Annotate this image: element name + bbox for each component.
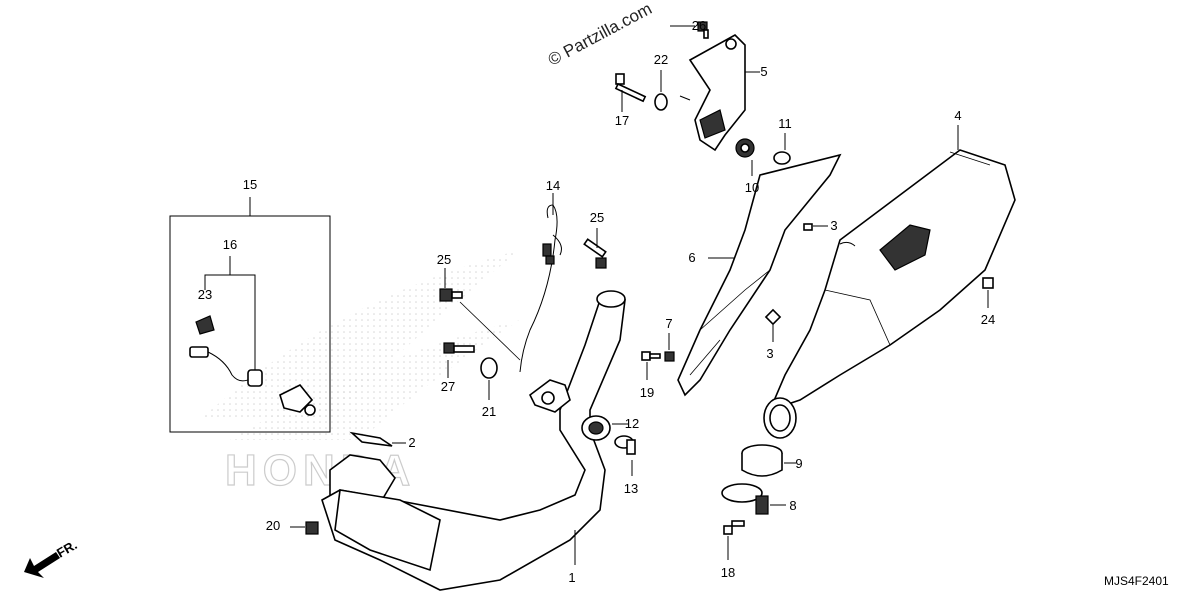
rubber-10-icon[interactable] <box>735 138 755 158</box>
callout-13: 13 <box>624 481 638 496</box>
front-direction-arrow-icon <box>24 552 60 578</box>
collar-11-icon[interactable] <box>773 151 791 165</box>
bolt-19-icon[interactable] <box>641 351 661 361</box>
callout-11: 11 <box>778 116 792 131</box>
callout-7: 7 <box>665 316 672 331</box>
washer-21-icon[interactable] <box>480 357 498 379</box>
callout-26: 26 <box>692 18 706 33</box>
muffler-bracket-icon[interactable] <box>679 34 746 152</box>
callout-12: 12 <box>625 416 639 431</box>
muffler-icon[interactable] <box>763 149 1016 439</box>
callout-2: 2 <box>408 435 415 450</box>
washer-22-icon[interactable] <box>654 93 668 111</box>
callout-24: 24 <box>981 312 995 327</box>
heat-shield-icon[interactable] <box>677 153 842 397</box>
clamp-8-icon[interactable] <box>721 483 769 515</box>
callout-16: 16 <box>223 237 237 252</box>
callout-20: 20 <box>266 518 280 533</box>
bolt-18-icon[interactable] <box>723 520 745 535</box>
callout-14: 14 <box>546 178 560 193</box>
watermark-text: © Partzilla.com <box>545 0 655 70</box>
callout-10: 10 <box>745 180 759 195</box>
callout-3: 3 <box>766 346 773 361</box>
sensor-wire-icon[interactable] <box>519 204 562 373</box>
callout-27: 27 <box>441 379 455 394</box>
exhaust-pipe-icon[interactable] <box>321 290 626 591</box>
callout-5: 5 <box>760 64 767 79</box>
honda-wing-logo <box>200 250 520 440</box>
callout-4: 4 <box>954 108 961 123</box>
nut-3b-icon[interactable] <box>764 308 782 326</box>
nut-7-icon[interactable] <box>664 351 675 362</box>
bolt-3a-icon[interactable] <box>803 223 813 231</box>
callout-22: 22 <box>654 52 668 67</box>
bolt-27-icon[interactable] <box>443 342 475 354</box>
bolt-17-icon[interactable] <box>614 73 647 103</box>
gasket-9-icon[interactable] <box>741 444 783 477</box>
callout-21: 21 <box>482 404 496 419</box>
nut-24-icon[interactable] <box>982 277 994 289</box>
callout-25: 25 <box>590 210 604 225</box>
rubber-mount-12-icon[interactable] <box>581 415 611 441</box>
callout-25: 25 <box>437 252 451 267</box>
callout-6: 6 <box>688 250 695 265</box>
callout-23: 23 <box>198 287 212 302</box>
callout-9: 9 <box>795 456 802 471</box>
bolt-25b-icon[interactable] <box>439 288 463 302</box>
bolt-26-icon[interactable] <box>697 21 709 39</box>
callout-19: 19 <box>640 385 654 400</box>
collar-13-icon[interactable] <box>614 435 636 455</box>
o2-sensor-icon[interactable] <box>189 346 316 416</box>
callout-15: 15 <box>243 177 257 192</box>
callout-18: 18 <box>721 565 735 580</box>
gasket-icon[interactable] <box>349 431 393 447</box>
bolt-25a-icon[interactable] <box>583 238 607 269</box>
sensor-clip-icon[interactable] <box>195 315 215 335</box>
nut-20-icon[interactable] <box>305 521 319 535</box>
diagram-code: MJS4F2401 <box>1104 574 1169 588</box>
callout-17: 17 <box>615 113 629 128</box>
callout-1: 1 <box>568 570 575 585</box>
callout-labels: 1233456789101112131415161718192021222324… <box>198 18 995 585</box>
callout-3: 3 <box>830 218 837 233</box>
pipe-clamp-icon[interactable] <box>528 379 571 413</box>
callout-8: 8 <box>789 498 796 513</box>
